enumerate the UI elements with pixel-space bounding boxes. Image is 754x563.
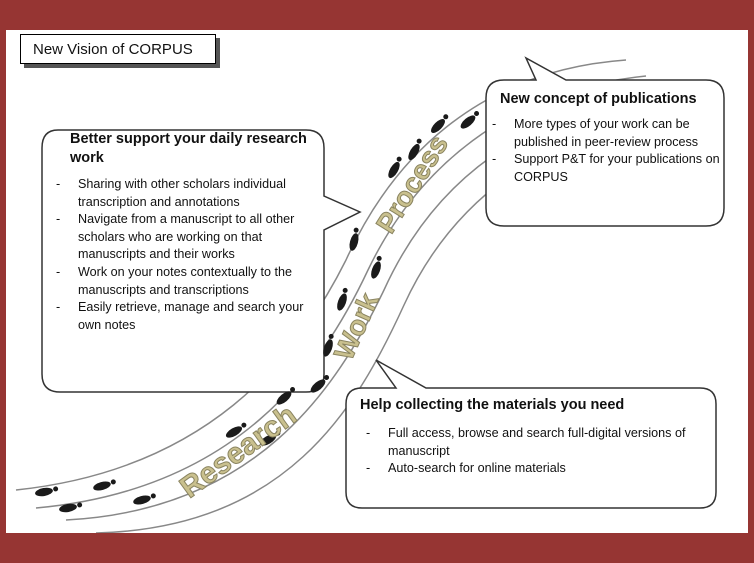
- footprint-icon: [93, 479, 116, 491]
- bubble-daily-heading: Better support your daily research work: [70, 131, 307, 166]
- diagram-canvas: New Vision of CORPUS Research Work Proce…: [6, 30, 748, 533]
- footprint-icon: [460, 111, 480, 129]
- list-item: Navigate from a manuscript to all other …: [52, 211, 322, 264]
- bubble-daily-research: Better support your daily research work …: [56, 130, 322, 334]
- footprint-icon: [431, 114, 449, 133]
- footprint-icon: [133, 493, 156, 505]
- list-item: More types of your work can be published…: [488, 116, 726, 151]
- footprints: [35, 111, 480, 513]
- footprint-icon: [259, 430, 281, 446]
- footprint-icon: [276, 387, 296, 405]
- bubble-publications-list: More types of your work can be published…: [488, 116, 726, 186]
- list-item: Work on your notes contextually to the m…: [52, 264, 322, 299]
- list-item: Sharing with other scholars individual t…: [52, 176, 322, 211]
- footprint-icon: [371, 255, 382, 279]
- footprint-icon: [59, 502, 83, 513]
- footprint-icon: [310, 375, 330, 393]
- footprint-icon: [337, 287, 348, 311]
- list-item: Auto-search for online materials: [362, 460, 700, 478]
- bubble-materials-list: Full access, browse and search full-digi…: [362, 425, 700, 478]
- list-item: Full access, browse and search full-digi…: [362, 425, 700, 460]
- footprint-icon: [388, 156, 402, 179]
- list-item: Easily retrieve, manage and search your …: [52, 299, 322, 334]
- bubble-materials: Help collecting the materials you need F…: [360, 396, 700, 478]
- bubble-publications: New concept of publications More types o…: [492, 90, 726, 186]
- footprint-icon: [323, 333, 334, 357]
- list-item: Support P&T for your publications on COR…: [488, 151, 726, 186]
- footprint-icon: [35, 486, 59, 497]
- bubble-materials-heading: Help collecting the materials you need: [360, 397, 625, 413]
- footprint-icon: [408, 138, 422, 161]
- footprint-icon: [349, 227, 359, 251]
- page-title: New Vision of CORPUS: [20, 34, 216, 64]
- bubble-publications-heading: New concept of publications: [500, 91, 697, 107]
- footprint-icon: [225, 422, 247, 438]
- bubble-daily-list: Sharing with other scholars individual t…: [52, 176, 322, 334]
